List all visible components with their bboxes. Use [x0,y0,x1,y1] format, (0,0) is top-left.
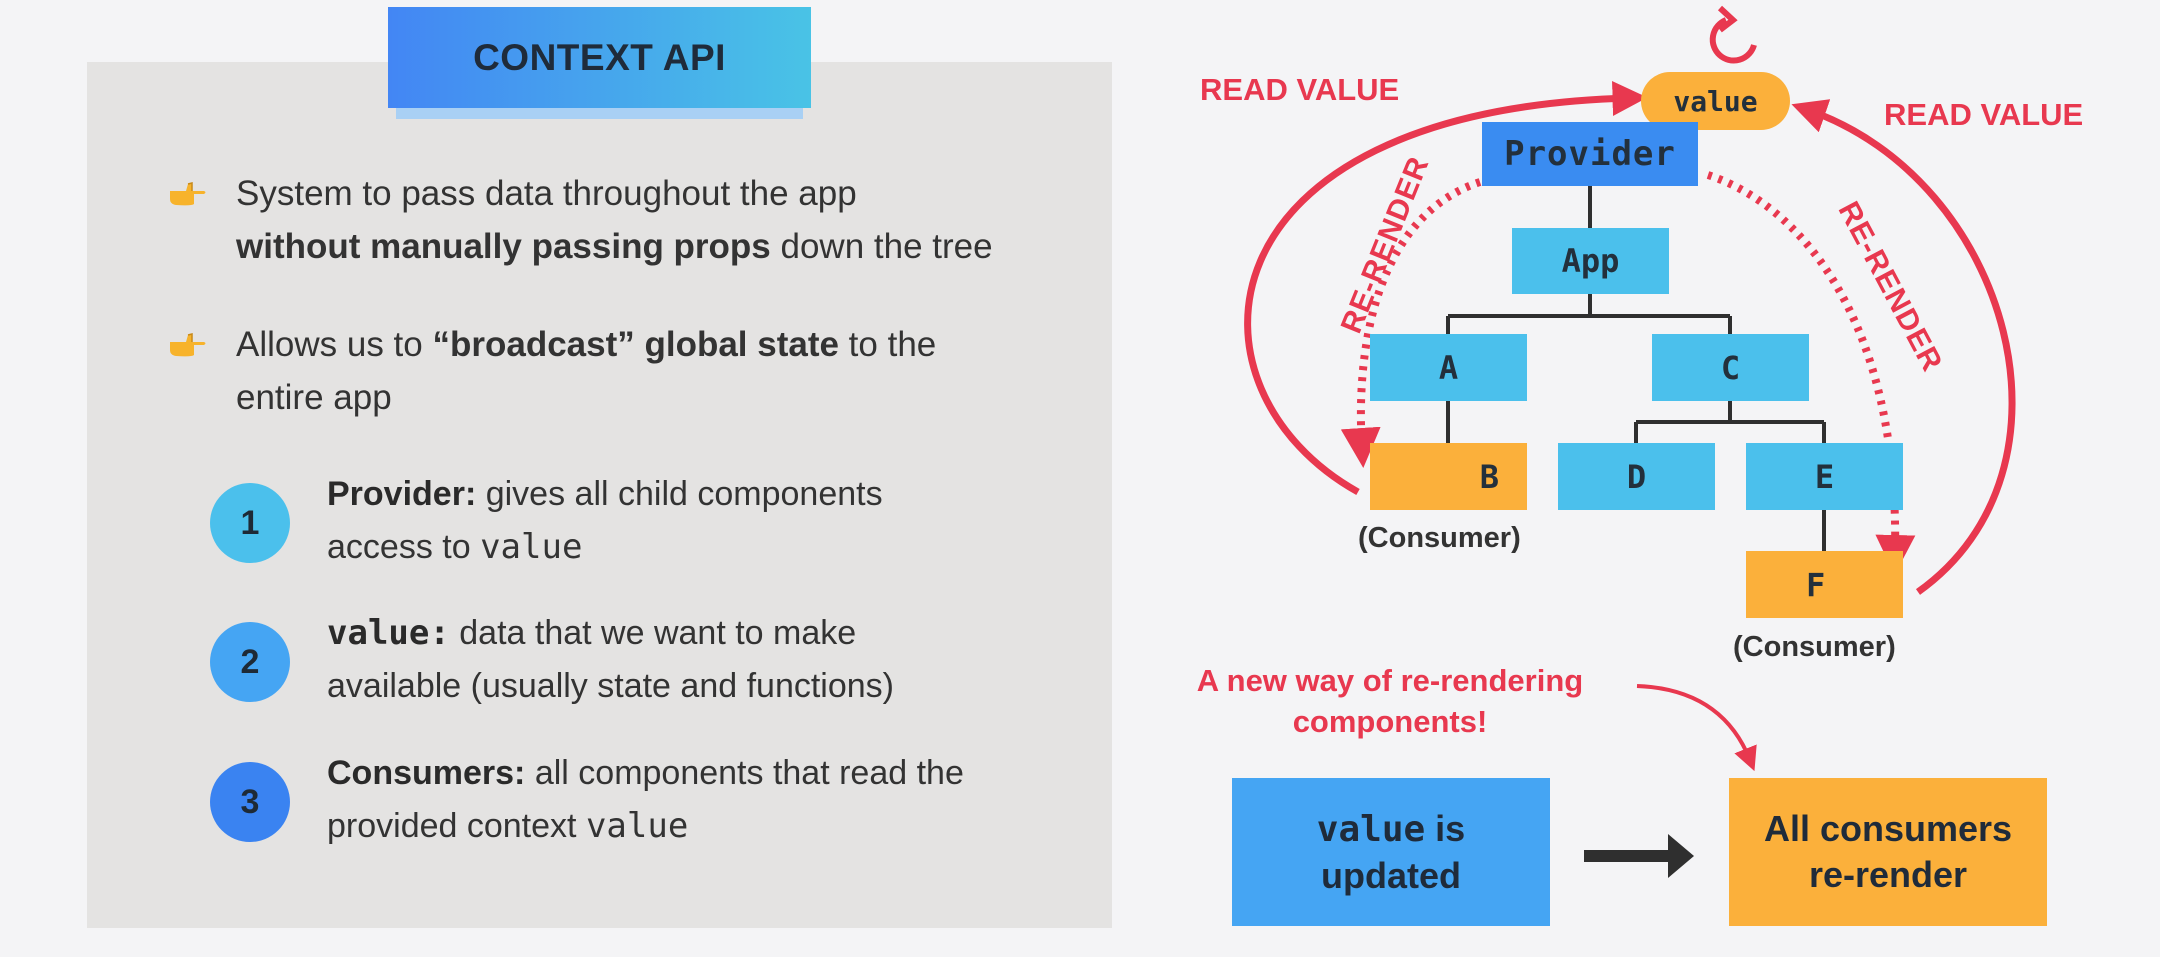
number-badge: 1 [210,483,290,563]
bullet-2-line2: entire app [236,378,392,417]
updated-box-code: value [1316,808,1426,850]
number-badge: 3 [210,762,290,842]
note-line2: components! [1292,704,1488,739]
title-banner: CONTEXT API [388,7,811,108]
read-value-arrow-right [1791,99,2016,595]
item-desc: gives all child components [476,475,883,513]
provider-node: Provider [1482,122,1698,186]
bullet-2-pre: Allows us to [236,325,433,364]
item-desc: data that we want to make [449,614,857,652]
value-updated-box: value is updated [1232,778,1550,926]
rerender-arrow-right [1706,171,1916,575]
context-value-pill: value [1641,72,1790,130]
node-e: E [1746,443,1903,510]
note-arrow [1636,684,1757,772]
code-value: value [585,806,689,846]
number-badge: 2 [210,622,290,702]
node-d: D [1558,443,1715,510]
bullet-2-emphasis: “broadcast” global state [432,325,839,364]
node-c: C [1652,334,1809,401]
bullet-1-emphasis: without manually passing props [236,227,771,266]
bullet-2-text: Allows us to “broadcast” global state to… [236,318,1136,424]
bullet-1-line2-rest: down the tree [770,227,993,266]
consumers-rerender-box: All consumers re-render [1729,778,2047,926]
node-f: F [1746,551,1903,618]
read-value-label-left: READ VALUE [1200,72,1400,107]
rerender-note: A new way of re-rendering components! [1170,660,1610,742]
rerender-box-line1: All consumers [1763,808,2013,849]
read-value-arrow-left [1244,80,1648,496]
item-desc: all components that read the [525,754,964,792]
note-line1: A new way of re-rendering [1196,663,1584,698]
update-arrow [1584,834,1694,878]
node-b: B [1370,443,1527,510]
code-value: value [480,527,583,567]
rerender-box-line2: re-render [1808,854,1968,895]
bullet-1-text: System to pass data throughout the app w… [236,167,1136,273]
app-node: App [1512,228,1669,294]
item-consumers-text: Consumers: all components that read the … [327,747,1087,853]
item-provider-text: Provider: gives all child components acc… [327,468,1087,574]
refresh-icon-top [1709,5,1757,64]
updated-box-rest: is [1425,807,1466,849]
item-term: Consumers: [327,754,526,792]
item-value-text: value: data that we want to make availab… [327,607,1087,713]
updated-box-line2: updated [1321,854,1461,896]
consumer-label-f: (Consumer) [1733,631,1896,663]
item-term: Provider: [327,475,477,513]
item-desc-line2: available (usually state and functions) [327,667,894,705]
item-desc-line2: provided context [327,807,586,845]
node-a: A [1370,334,1527,401]
read-value-label-right: READ VALUE [1884,97,2084,132]
consumer-label-b: (Consumer) [1358,522,1521,554]
pointing-hand-icon [170,182,206,206]
pointing-hand-icon [170,333,206,357]
tree-lines [1446,186,1826,551]
item-term: value: [327,613,450,653]
bullet-1-line1: System to pass data throughout the app [236,174,857,213]
bullet-2-post: to the [838,325,937,364]
slide-title: CONTEXT API [473,36,726,78]
item-desc-line2: access to [327,528,481,566]
